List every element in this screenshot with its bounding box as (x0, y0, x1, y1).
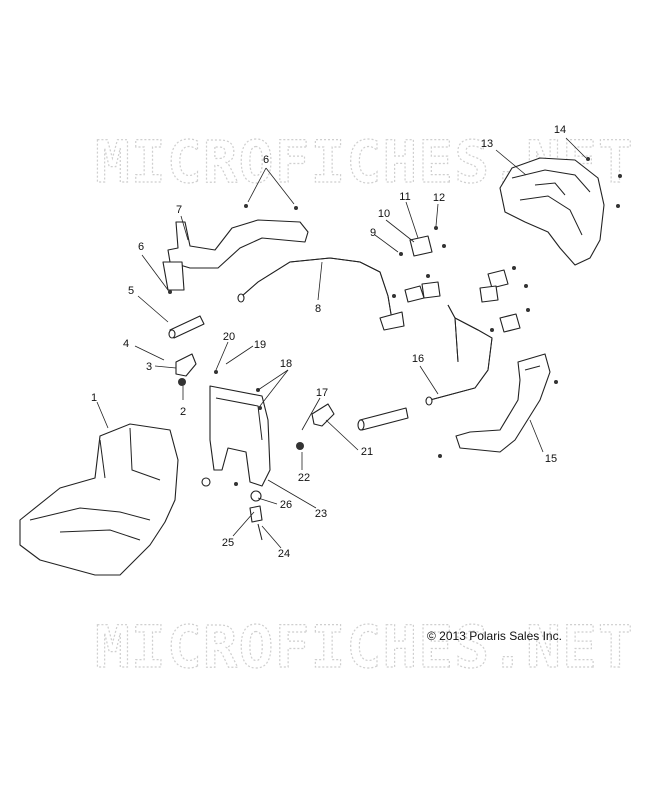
callout-4: 4 (123, 338, 129, 350)
callout-7: 7 (176, 204, 182, 216)
callout-9: 9 (370, 227, 376, 239)
callout-14: 14 (554, 124, 566, 136)
callout-21: 21 (361, 446, 373, 458)
callout-17: 17 (316, 387, 328, 399)
right-latch (311, 403, 335, 427)
callout-12: 12 (433, 192, 445, 204)
callout-13: 13 (481, 138, 493, 150)
callout-8: 8 (315, 303, 321, 315)
lower-tube-frame (425, 304, 493, 406)
callout-24: 24 (278, 548, 290, 560)
callout-1: 1 (91, 392, 97, 404)
callout-11: 11 (399, 191, 410, 203)
callout-10: 10 (378, 208, 390, 220)
mounting-clips (392, 226, 530, 333)
callout-20: 20 (223, 331, 235, 343)
upper-grab-bracket (162, 204, 309, 294)
callout-5: 5 (128, 285, 134, 297)
callout-15: 15 (545, 453, 557, 465)
left-latch (175, 353, 197, 386)
seat-cushion (19, 423, 179, 576)
callout-22: 22 (298, 472, 310, 484)
callout-labels: 1 2 3 4 5 6 6 7 8 9 10 11 12 13 14 15 16… (91, 124, 566, 560)
callout-26: 26 (280, 499, 292, 511)
callout-3: 3 (146, 361, 152, 373)
callout-18: 18 (280, 358, 292, 370)
watermark-bottom: MICROFICHES.NET (95, 613, 634, 681)
callout-16: 16 (412, 353, 424, 365)
leader-lines (96, 137, 587, 549)
seat-base-bracket (209, 370, 304, 487)
copyright-text: © 2013 Polaris Sales Inc. (427, 629, 562, 643)
callout-19: 19 (254, 339, 266, 351)
callout-25: 25 (222, 537, 234, 549)
callout-6-top: 6 (263, 154, 269, 166)
rear-body-panel (499, 157, 622, 266)
callout-2: 2 (180, 406, 186, 418)
side-grab-handle (438, 353, 558, 458)
tubular-bar (237, 257, 405, 331)
lower-hardware (201, 477, 263, 541)
tube-spacer (357, 407, 409, 431)
callout-6-left: 6 (138, 241, 144, 253)
callout-23: 23 (315, 508, 327, 520)
short-tube (168, 315, 205, 339)
